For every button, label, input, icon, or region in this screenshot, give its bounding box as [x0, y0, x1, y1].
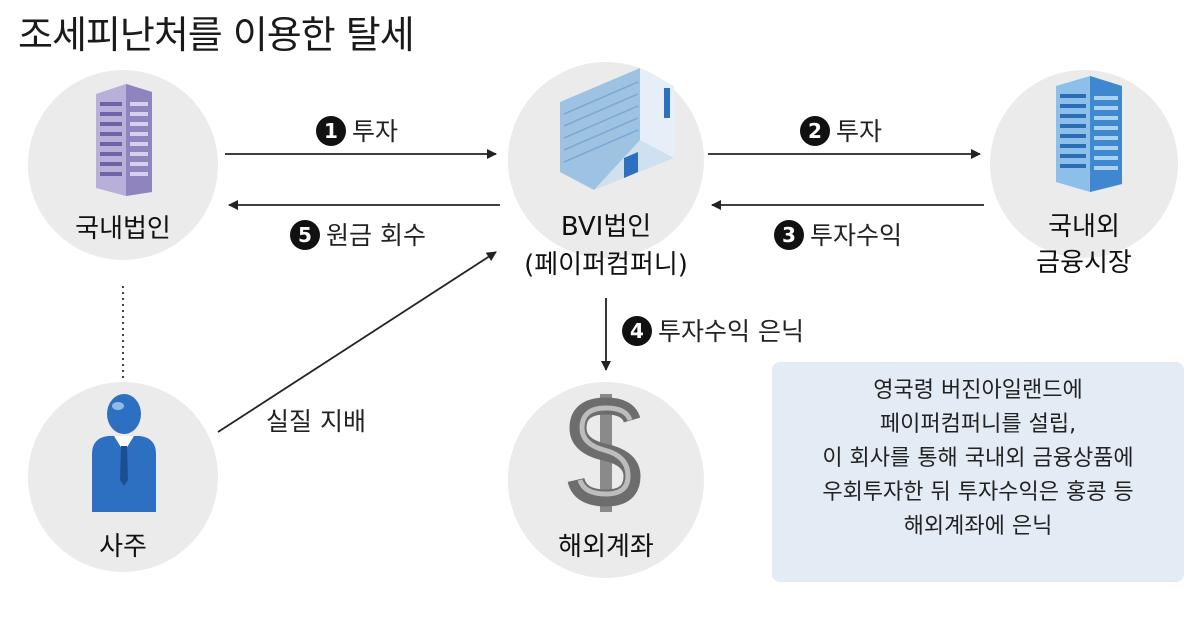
step-5-badge: 5	[290, 220, 320, 250]
building-blue-icon	[1056, 76, 1122, 192]
person-icon	[92, 394, 156, 512]
bvi-corp-label: BVI법인	[560, 212, 652, 242]
note-line-2: 페이퍼컴퍼니를 설립,	[879, 412, 1077, 437]
building-bvi-icon	[560, 68, 674, 190]
step-4-badge: 4	[622, 316, 652, 346]
edge-1-text: 투자	[352, 117, 399, 146]
step-1-badge: 1	[316, 116, 346, 146]
step-2-badge: 2	[800, 116, 830, 146]
note-line-5: 해외계좌에 은닉	[903, 514, 1053, 539]
note-line-4: 우회투자한 뒤 투자수익은 홍콩 등	[822, 480, 1134, 505]
market-label-line1: 국내외	[1048, 212, 1120, 242]
note-line-3: 이 회사를 통해 국내외 금융상품에	[822, 446, 1134, 471]
building-purple-icon	[96, 84, 152, 196]
note-line-1: 영국령 버진아일랜드에	[873, 378, 1083, 403]
edge-4-text: 투자수익 은닉	[658, 317, 804, 346]
control-label: 실질 지배	[266, 407, 366, 436]
edge-3-text: 투자수익	[810, 221, 903, 250]
bvi-corp-sublabel: (페이퍼컴퍼니)	[524, 250, 688, 280]
owner-label: 사주	[99, 532, 147, 562]
arrow-control	[217, 251, 497, 433]
market-label-line2: 금융시장	[1036, 248, 1132, 278]
edge-5-text: 원금 회수	[326, 221, 426, 250]
edge-2-text: 투자	[836, 117, 883, 146]
domestic-corp-label: 국내법인	[75, 214, 171, 244]
overseas-account-label: 해외계좌	[558, 532, 654, 562]
step-3-badge: 3	[774, 220, 804, 250]
explanation-note: 영국령 버진아일랜드에 페이퍼컴퍼니를 설립, 이 회사를 통해 국내외 금융상…	[772, 362, 1184, 582]
page-title: 조세피난처를 이용한 탈세	[18, 13, 415, 57]
dollar-icon	[567, 394, 641, 512]
